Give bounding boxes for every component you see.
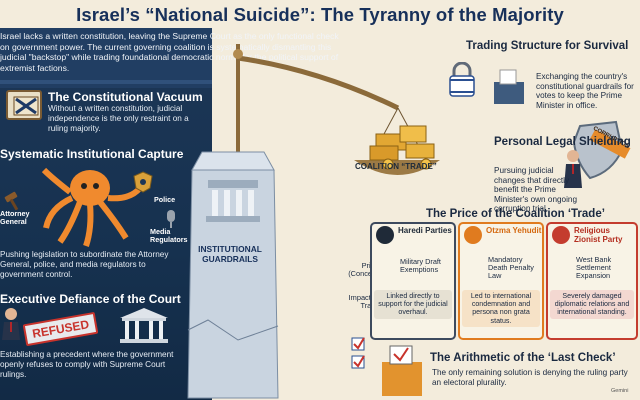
party-impact-religious-zionist: Severely damaged diplomatic relations an… [550,290,634,319]
courthouse-icon [120,308,168,343]
police-badge-icon [133,171,153,193]
pillar-illustration [187,151,279,399]
octopus-icon [41,167,143,247]
section-title-last-check: The Arithmetic of the ‘Last Check’ [430,352,616,364]
flag-stripe-decoration [0,28,212,88]
section-title-institutional-capture: Systematic Institutional Capture [0,147,184,161]
religious-zionist-logo-icon [552,226,570,244]
padlock-flag-icon [449,62,475,97]
party-name-haredi: Haredi Parties [398,226,452,235]
constitution-icon [6,90,42,120]
balance-scale-illustration [233,44,440,178]
party-impact-haredi: Linked directly to support for the judic… [374,290,452,319]
prime-minister-figure-icon [564,150,582,188]
row-label-impact: Impact of the Trade [348,293,392,310]
section-title-coalition-price: The Price of the Coalition ‘Trade’ [426,208,605,220]
section-title-legal-shielding: Personal Legal Shielding [494,136,631,148]
watermark-label: Gemini [611,388,629,394]
party-price-otzma: Mandatory Death Penalty Law [488,255,534,281]
party-impact-otzma: Led to international condemnation and pe… [462,290,540,327]
gavel-icon [4,191,19,211]
party-name-religious-zionist: Religious Zionist Party [574,226,623,244]
party-price-haredi: Military Draft Exemptions [400,257,441,275]
pillar-label: INSTITUTIONAL GUARDRAILS [198,244,262,264]
section-text-constitutional-vacuum: Without a written constitution, judicial… [48,104,189,133]
microphone-icon [167,210,175,228]
section-text-executive-defiance: Establishing a precedent where the gover… [0,350,174,379]
page-title: Israel’s “National Suicide”: The Tyranny… [76,4,564,25]
section-title-executive-defiance: Executive Defiance of the Court [0,292,181,306]
section-title-trading-structure: Trading Structure for Survival [466,40,629,52]
label-media-regulators: Media Regulators [150,227,188,244]
haredi-figure-icon [376,226,394,244]
intro-paragraph: Israel lacks a written constitution, lea… [0,31,339,73]
ballot-box-icon [494,69,524,104]
coalition-trade-label: COALITION “TRADE” [355,162,437,171]
label-police: Police [154,195,176,204]
section-text-institutional-capture: Pushing legislation to subordinate the A… [0,250,169,279]
official-figure-icon [2,308,20,340]
otzma-logo-icon [464,226,482,244]
party-name-otzma: Otzma Yehudit [486,226,542,235]
party-price-religious-zionist: West Bank Settlement Expansion [576,255,612,281]
section-text-trading-structure: Exchanging the country's constitutional … [536,72,634,110]
ballot-checkmarks-illustration [351,337,422,396]
section-text-legal-shielding: Pursuing judicial changes that directly … [494,166,578,214]
label-attorney-general: Attorney General [0,209,30,226]
section-text-last-check: The only remaining solution is denying t… [432,368,628,387]
section-title-constitutional-vacuum: The Constitutional Vacuum [48,90,203,104]
